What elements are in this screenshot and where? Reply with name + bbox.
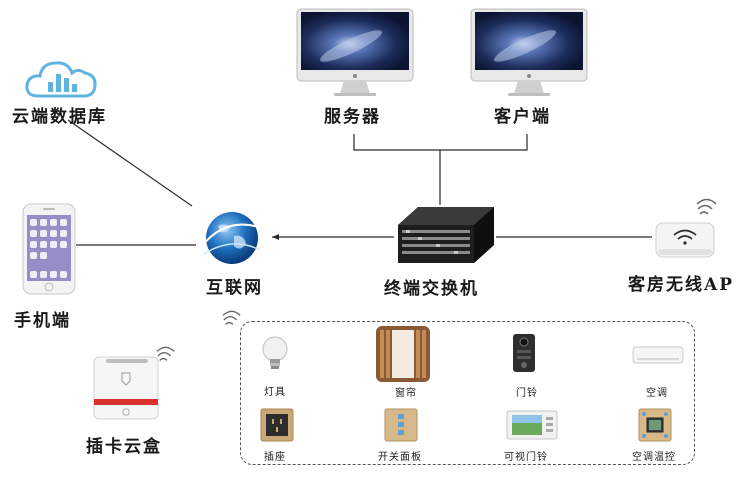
video-doorbell-icon (506, 410, 558, 444)
server-monitor-icon (296, 8, 414, 102)
device-label: 窗帘 (395, 388, 417, 399)
client-label: 客户端 (494, 107, 551, 127)
panel-wifi-signal-icon (222, 310, 242, 332)
internet-label: 互联网 (206, 278, 263, 298)
ap-wifi-signal-icon (696, 198, 718, 222)
cloud-database-icon (24, 56, 98, 106)
server-label: 服务器 (324, 107, 381, 127)
switch-icon (396, 205, 496, 269)
socket-icon (260, 408, 294, 446)
card-box-label: 插卡云盒 (86, 437, 162, 457)
device-label: 空调 (646, 388, 668, 399)
light-bulb-icon (260, 335, 290, 379)
smart-devices-panel (240, 321, 695, 465)
card-box-wifi-signal-icon (156, 346, 176, 368)
switch-panel-icon (384, 408, 418, 446)
device-label: 门铃 (516, 388, 538, 399)
arrow-head (272, 234, 279, 240)
client-monitor-icon (470, 8, 588, 102)
globe-icon (196, 206, 268, 274)
link-cloud-internet (67, 119, 193, 207)
device-label: 空调温控 (632, 452, 676, 463)
device-label: 插座 (264, 452, 286, 463)
curtain-icon (376, 326, 430, 386)
card-box-icon (92, 355, 162, 425)
cloud-db-label: 云端数据库 (12, 107, 107, 127)
wireless-ap-icon (654, 215, 718, 265)
thermostat-icon (638, 408, 672, 446)
link-server-client (353, 134, 528, 151)
phone-label: 手机端 (14, 311, 71, 331)
switch-label: 终端交换机 (384, 279, 479, 299)
device-label: 开关面板 (378, 452, 422, 463)
device-label: 灯具 (264, 387, 286, 398)
device-label: 可视门铃 (504, 452, 548, 463)
phone-icon (22, 203, 76, 299)
wireless-ap-label: 客房无线AP (628, 275, 734, 295)
air-conditioner-icon (632, 346, 684, 368)
doorbell-icon (512, 333, 536, 377)
